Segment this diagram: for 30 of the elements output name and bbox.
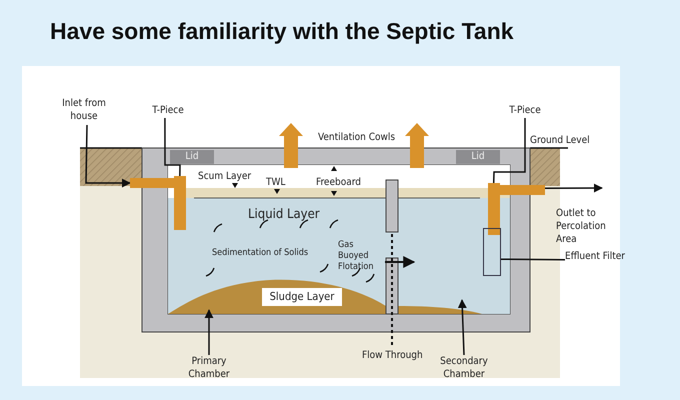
- inlet-pipe: [130, 176, 186, 230]
- arrow: [545, 184, 603, 193]
- part-label: Scum Layer: [198, 170, 252, 183]
- leader-line: [492, 118, 526, 184]
- part-label: Freeboard: [316, 176, 361, 189]
- outlet-label: Outlet to Percolation Area: [556, 207, 607, 246]
- callout-label: Secondary Chamber: [439, 355, 489, 381]
- outlet-pipe: [488, 183, 545, 235]
- callout-label: Effluent Filter: [565, 250, 625, 263]
- sludge-label-box: Sludge Layer: [262, 288, 342, 306]
- part-label: Flow Through: [362, 349, 423, 362]
- callout-label: T-Piece: [151, 104, 185, 117]
- lid-slab: Lid: [170, 150, 214, 164]
- part-label: Sedimentation of Solids: [212, 248, 308, 259]
- arrow: [204, 309, 214, 355]
- part-label: TWL: [266, 176, 286, 189]
- arrow: [85, 124, 131, 188]
- effluent-filter: [483, 228, 501, 276]
- leader-line: [164, 118, 181, 176]
- callout-label: T-Piece: [508, 104, 542, 117]
- part-label: Ventilation Cowls: [318, 131, 396, 144]
- leader-line: [501, 258, 565, 261]
- callout-label: Inlet from house: [61, 97, 107, 123]
- title: Have some familiarity with the Septic Tank: [50, 18, 514, 45]
- callout-label: Primary Chamber: [187, 355, 231, 381]
- part-label: Gas Buoyed Flotation: [338, 240, 375, 273]
- arrow: [458, 299, 467, 356]
- part-label: Liquid Layer: [248, 207, 320, 222]
- part-label: Ground Level: [530, 134, 590, 147]
- lid-slab: Lid: [456, 150, 500, 164]
